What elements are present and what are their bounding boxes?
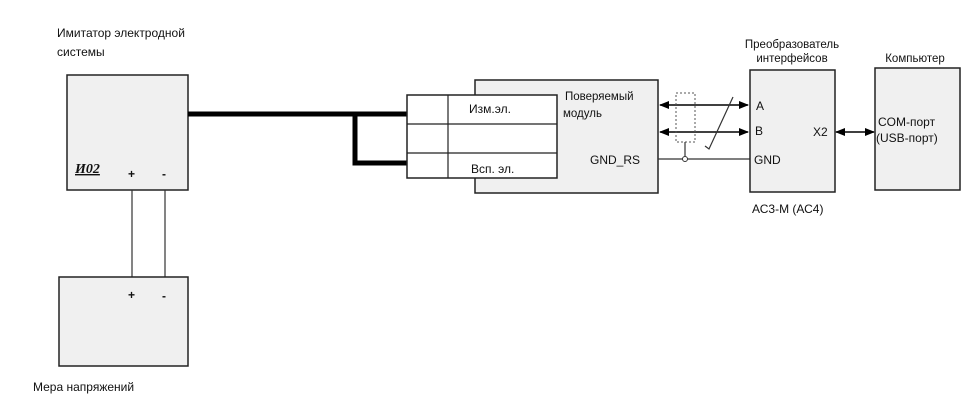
converter-pin-b: B — [755, 124, 763, 138]
converter-title-line2: интерфейсов — [756, 53, 827, 65]
measure-plus-terminal: + — [128, 288, 135, 302]
computer-title: Компьютер — [885, 53, 945, 65]
computer-port-line1: COM-порт — [878, 115, 936, 129]
computer-box — [874, 67, 961, 191]
simulator-box — [66, 74, 189, 191]
converter-pin-gnd: GND — [754, 153, 781, 167]
module-title-line1: Поверяемый — [565, 91, 634, 103]
simulator-title-line2: системы — [57, 45, 105, 59]
voltage-measure-title: Мера напряжений — [33, 380, 134, 394]
converter-title-line1: Преобразователь — [745, 39, 839, 51]
voltage-measure-box — [58, 276, 189, 367]
simulator-title-line1: Имитатор электродной — [57, 26, 185, 40]
electrode-simulator: Имитатор электродной системы И02 + - — [57, 26, 189, 191]
twisted-pair-icon — [704, 96, 734, 150]
simulator-minus-terminal: - — [162, 167, 166, 181]
junction-dot — [682, 156, 688, 162]
module-gnd-label: GND_RS — [590, 153, 640, 167]
converter-port-x2: X2 — [813, 125, 828, 139]
converter-model: АС3-М (АС4) — [752, 202, 823, 216]
module-title-line2: модуль — [563, 108, 602, 120]
converter-pin-a: A — [756, 99, 764, 113]
interface-converter: Преобразователь интерфейсов A B GND X2 А… — [745, 39, 839, 216]
shield-icon — [675, 92, 696, 143]
connector-block: Изм.эл. Всп. эл. — [406, 94, 558, 179]
simulator-plus-terminal: + — [128, 167, 135, 181]
tested-module: Поверяемый модуль GND_RS — [474, 79, 659, 194]
simulator-id-label: И02 — [74, 162, 100, 177]
auxiliary-electrode-cable — [352, 114, 407, 166]
computer: Компьютер COM-порт (USB-порт) — [874, 53, 961, 191]
connector-auxiliary-electrode: Всп. эл. — [471, 162, 514, 176]
connector-measuring-electrode: Изм.эл. — [469, 102, 511, 116]
measure-minus-terminal: - — [162, 289, 166, 303]
voltage-measure: + - Мера напряжений — [33, 276, 189, 394]
computer-port-line2: (USB-порт) — [876, 131, 938, 145]
converter-box — [749, 69, 836, 193]
